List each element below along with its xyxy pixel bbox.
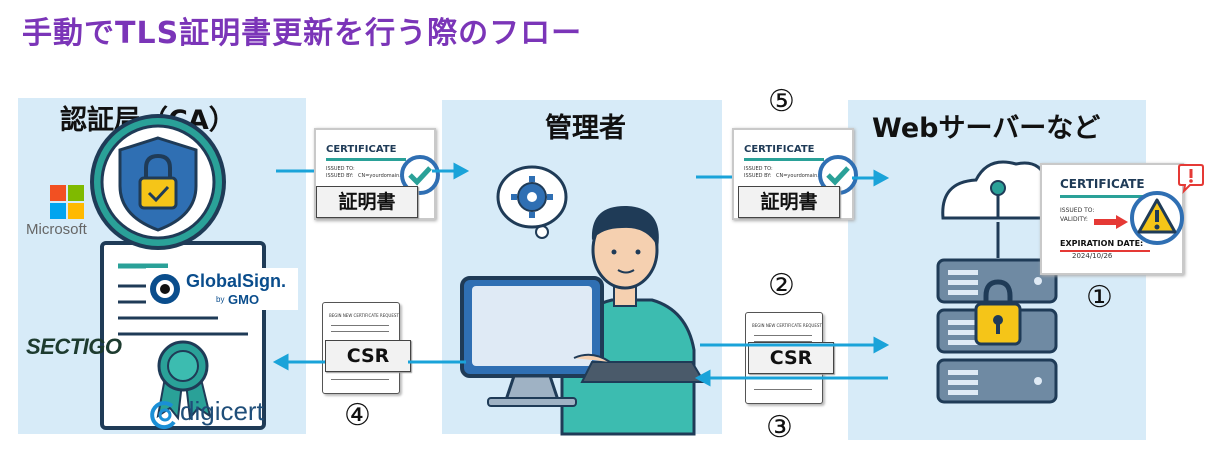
sectigo-logo: SECTIGO <box>26 334 122 359</box>
microsoft-text: Microsoft <box>26 221 87 238</box>
csr-1-line-a <box>331 325 389 326</box>
csr-2-line-c <box>754 389 812 390</box>
csr-2-heading: BEGIN NEW CERTIFICATE REQUEST <box>752 323 822 328</box>
certificate-2-heading: CERTIFICATE <box>744 144 815 155</box>
csr-1-heading: BEGIN NEW CERTIFICATE REQUEST <box>329 313 399 318</box>
microsoft-squares-icon <box>50 185 84 219</box>
globalsign-text: GlobalSign. <box>186 271 287 291</box>
alert-bubble-icon <box>1178 164 1204 194</box>
padlock-icon <box>974 279 1022 346</box>
csr-1-line-c <box>331 379 389 380</box>
digicert-logo: digicert <box>150 396 304 434</box>
gear-thought-bubble-icon <box>496 165 568 239</box>
step-3-label: ③ <box>766 410 793 445</box>
digicert-mark-icon <box>150 401 176 430</box>
warning-triangle-icon <box>1130 191 1184 245</box>
expiring-cert-heading: CERTIFICATE <box>1060 177 1145 191</box>
expiring-cert-red-line <box>1060 250 1150 252</box>
csr-2-line-b <box>754 341 812 342</box>
admin-illustration <box>460 165 706 436</box>
certificate-2-domain: CN=yourdomain.com <box>776 173 830 179</box>
certificate-1-tag: 証明書 <box>316 186 418 218</box>
expiring-cert-date: 2024/10/26 <box>1072 252 1113 260</box>
certificate-1-heading: CERTIFICATE <box>326 144 397 155</box>
cloud-network-icon <box>941 160 1071 258</box>
certificate-2-issued-to: ISSUED TO: <box>744 166 773 172</box>
server-rack-icon <box>936 258 1058 404</box>
certificate-1-issued-by: ISSUED BY: <box>326 173 354 179</box>
certificate-1-check-icon <box>400 155 440 195</box>
step-1-label: ① <box>1086 280 1113 315</box>
step-2-label: ② <box>768 268 795 303</box>
step-5-label: ⑤ <box>768 84 795 119</box>
globalsign-eye-icon <box>150 274 180 304</box>
certificate-1-domain: CN=yourdomain.com <box>358 173 412 179</box>
shield-lock-icon <box>90 114 226 250</box>
csr-2-tag: CSR <box>748 342 834 374</box>
computer-monitor-icon <box>460 276 604 407</box>
expiring-cert-issued-to: ISSUED TO: <box>1060 207 1095 214</box>
expiring-cert-validity: VALIDITY: <box>1060 216 1088 223</box>
certificate-2-underline <box>744 158 824 161</box>
globalsign-gmo-text: GMO <box>228 292 260 307</box>
expiring-cert-expiration-label: EXPIRATION DATE: <box>1060 239 1144 248</box>
csr-1-line-b <box>331 331 389 332</box>
globalsign-by-text: by <box>216 295 225 304</box>
certificate-2-tag: 証明書 <box>738 186 840 218</box>
microsoft-logo: Microsoft <box>26 185 112 238</box>
digicert-text: digicert <box>180 396 264 426</box>
certificate-2-issued-by: ISSUED BY: <box>744 173 772 179</box>
page-title: 手動でTLS証明書更新を行う際のフロー <box>22 16 583 51</box>
server-illustration <box>936 160 1071 404</box>
step-4-label: ④ <box>344 398 371 433</box>
certificate-1-underline <box>326 158 406 161</box>
certificate-1-issued-to: ISSUED TO: <box>326 166 355 172</box>
admin-label: 管理者 <box>545 113 626 144</box>
globalsign-logo: GlobalSign. by GMO <box>146 268 298 310</box>
red-arrow-icon <box>1094 215 1128 229</box>
server-label: Webサーバーなど <box>872 113 1101 144</box>
expiring-cert-underline <box>1060 195 1154 198</box>
csr-1-tag: CSR <box>325 340 411 372</box>
csr-2-line-a <box>754 335 812 336</box>
